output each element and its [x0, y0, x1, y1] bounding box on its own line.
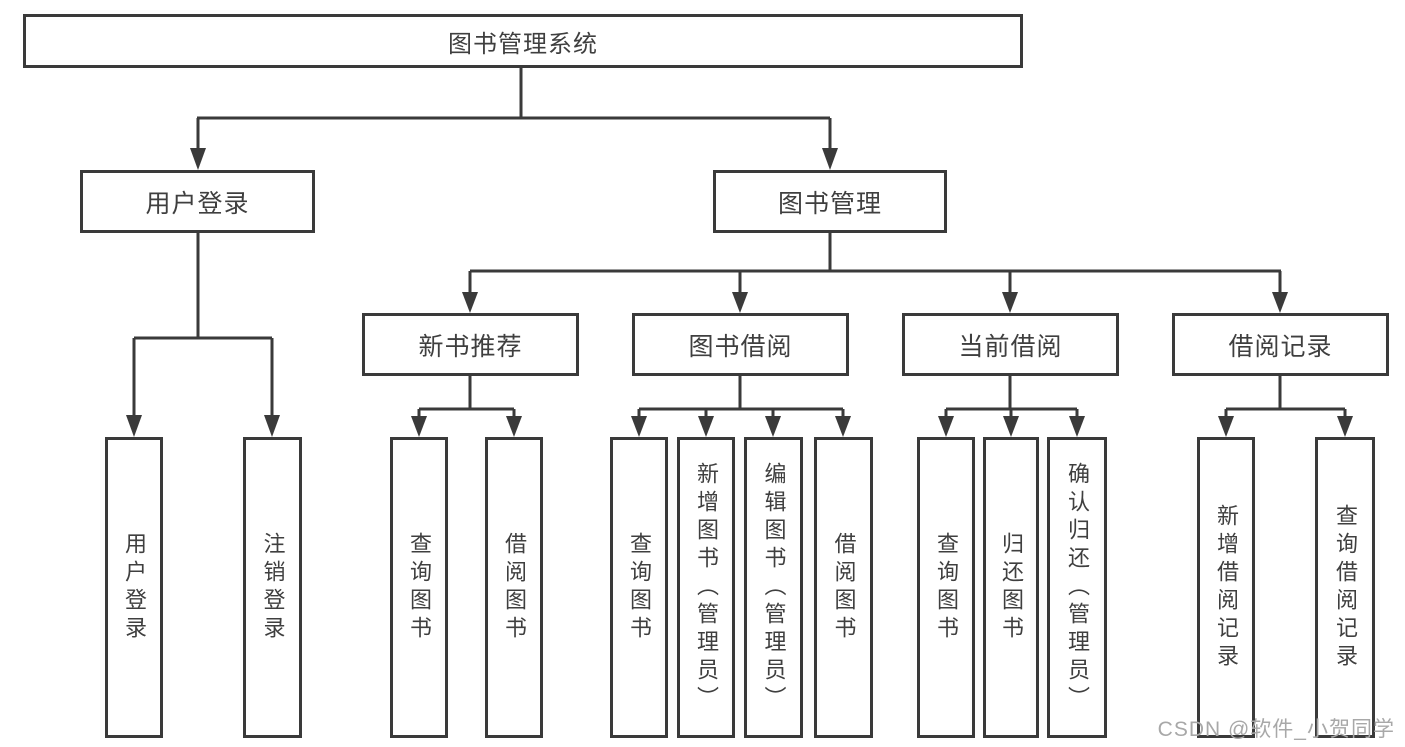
arrow-down-icon — [835, 416, 851, 437]
node-current-borrowing: 当前借阅 — [902, 313, 1119, 376]
leaf-add-borrow-record: 新增借阅记录 — [1197, 437, 1255, 738]
arrow-down-icon — [1069, 416, 1085, 437]
arrow-down-icon — [506, 416, 522, 437]
arrow-down-icon — [126, 415, 142, 437]
arrow-down-icon — [732, 292, 748, 313]
leaf-return-books: 归还图书 — [983, 437, 1039, 738]
node-borrowing-records: 借阅记录 — [1172, 313, 1389, 376]
node-library-management-system: 图书管理系统 — [23, 14, 1023, 68]
leaf-borrow-books: 借阅图书 — [814, 437, 873, 738]
node-book-borrowing: 图书借阅 — [632, 313, 849, 376]
arrow-down-icon — [1003, 416, 1019, 437]
leaf-query-books-recommend: 查询图书 — [390, 437, 448, 738]
node-new-book-recommend: 新书推荐 — [362, 313, 579, 376]
arrow-down-icon — [765, 416, 781, 437]
leaf-query-books-borrowing: 查询图书 — [610, 437, 668, 738]
leaf-query-borrow-record: 查询借阅记录 — [1315, 437, 1375, 738]
arrow-down-icon — [698, 416, 714, 437]
arrow-down-icon — [462, 292, 478, 313]
arrow-down-icon — [264, 415, 280, 437]
leaf-user-login: 用户登录 — [105, 437, 163, 738]
arrow-down-icon — [938, 416, 954, 437]
node-book-management: 图书管理 — [713, 170, 947, 233]
leaf-add-book-admin: 新增图书（管理员） — [677, 437, 735, 738]
leaf-query-books-current: 查询图书 — [917, 437, 975, 738]
leaf-edit-book-admin: 编辑图书（管理员） — [744, 437, 803, 738]
arrow-down-icon — [190, 148, 206, 170]
arrow-down-icon — [822, 148, 838, 170]
leaf-confirm-return-admin: 确认归还（管理员） — [1047, 437, 1107, 738]
leaf-logout: 注销登录 — [243, 437, 302, 738]
arrow-down-icon — [631, 416, 647, 437]
arrow-down-icon — [411, 416, 427, 437]
arrow-down-icon — [1337, 416, 1353, 437]
arrow-down-icon — [1002, 292, 1018, 313]
arrow-down-icon — [1272, 292, 1288, 313]
csdn-watermark: CSDN @软件_小贺同学 — [1157, 718, 1395, 741]
node-user-login: 用户登录 — [80, 170, 315, 233]
leaf-borrow-books-recommend: 借阅图书 — [485, 437, 543, 738]
arrow-down-icon — [1218, 416, 1234, 437]
